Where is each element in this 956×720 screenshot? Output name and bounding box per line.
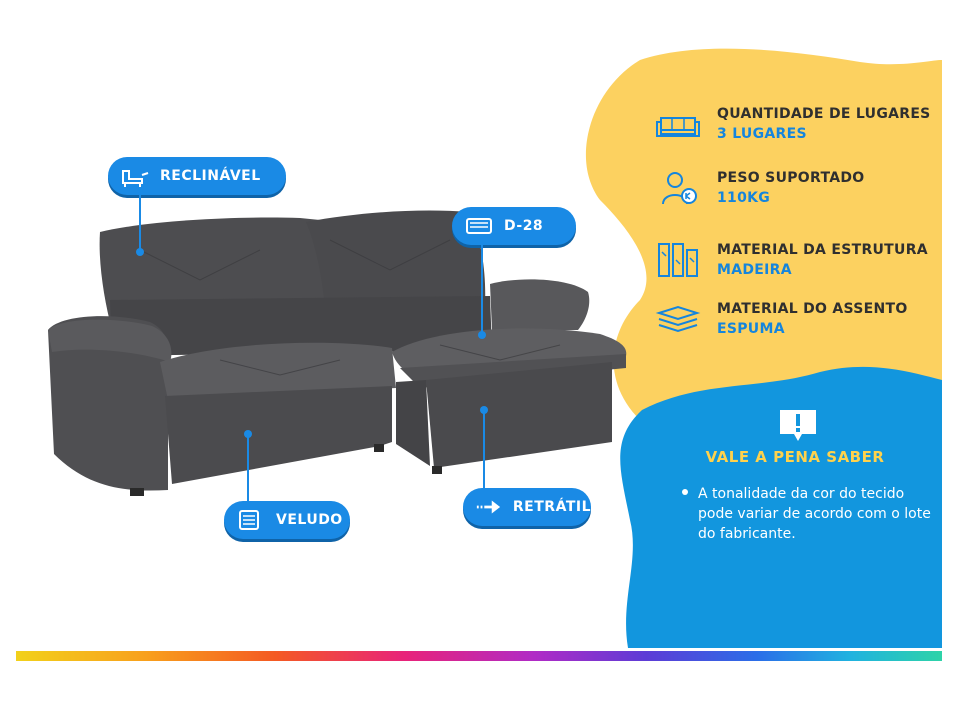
feature-material-estrutura: MATERIAL DA ESTRUTURA MADEIRA [655, 236, 945, 284]
veludo-connector [247, 434, 249, 501]
notice-bullet [682, 489, 688, 495]
retratil-pill: RETRÁTIL [463, 488, 591, 526]
arrow-right-icon [476, 500, 501, 514]
veludo-label: VELUDO [276, 512, 343, 528]
sofa-icon [656, 117, 700, 137]
veludo-dot [244, 430, 252, 438]
feature-value: 3 LUGARES [717, 126, 807, 142]
notice-title: VALE A PENA SABER [705, 448, 885, 466]
d28-pill: D-28 [452, 207, 576, 245]
wood-planks-icon [658, 243, 698, 277]
foam-layers-icon [655, 305, 701, 333]
feature-quantidade-lugares: QUANTIDADE DE LUGARES 3 LUGARES [655, 100, 945, 148]
feature-title: MATERIAL DO ASSENTO [717, 301, 908, 317]
weight-person-icon [662, 172, 697, 205]
notice-text: A tonalidade da cor do tecido pode varia… [698, 486, 931, 542]
feature-title: MATERIAL DA ESTRUTURA [717, 242, 928, 258]
d28-connector [481, 245, 483, 333]
feature-title: QUANTIDADE DE LUGARES [717, 106, 931, 122]
retratil-connector [483, 410, 485, 488]
reclinavel-dot [136, 248, 144, 256]
alert-speech-icon [780, 410, 816, 441]
veludo-pill: VELUDO [224, 501, 350, 539]
feature-value: 110KG [717, 190, 771, 206]
reclinavel-label: RECLINÁVEL [160, 168, 261, 184]
feature-title: PESO SUPORTADO [717, 170, 865, 186]
feature-peso-suportado: PESO SUPORTADO 110KG [655, 164, 945, 212]
recliner-icon [122, 170, 149, 187]
retratil-label: RETRÁTIL [512, 499, 591, 515]
fabric-roll-icon [239, 510, 259, 530]
retratil-dot [480, 406, 488, 414]
feature-material-assento: MATERIAL DO ASSENTO ESPUMA [655, 295, 945, 343]
reclinavel-pill: RECLINÁVEL [108, 157, 286, 195]
feature-value: MADEIRA [717, 262, 792, 278]
feature-value: ESPUMA [717, 321, 785, 337]
d28-dot [478, 331, 486, 339]
foam-block-icon [466, 218, 492, 234]
d28-label: D-28 [504, 218, 544, 234]
rainbow-bar [16, 651, 942, 661]
reclinavel-connector [139, 195, 141, 251]
